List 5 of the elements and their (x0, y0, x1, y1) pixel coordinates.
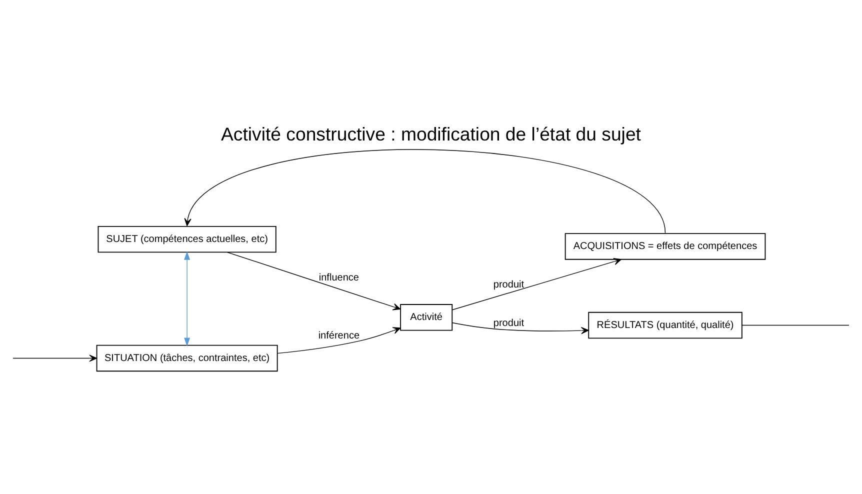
diagram-title: Activité constructive : modification de l’état du sujet (221, 124, 641, 145)
edge-label: produit (493, 318, 524, 330)
edge-label: produit (493, 279, 524, 290)
edge-label: influence (318, 272, 359, 284)
edge-label: inférence (318, 330, 360, 342)
